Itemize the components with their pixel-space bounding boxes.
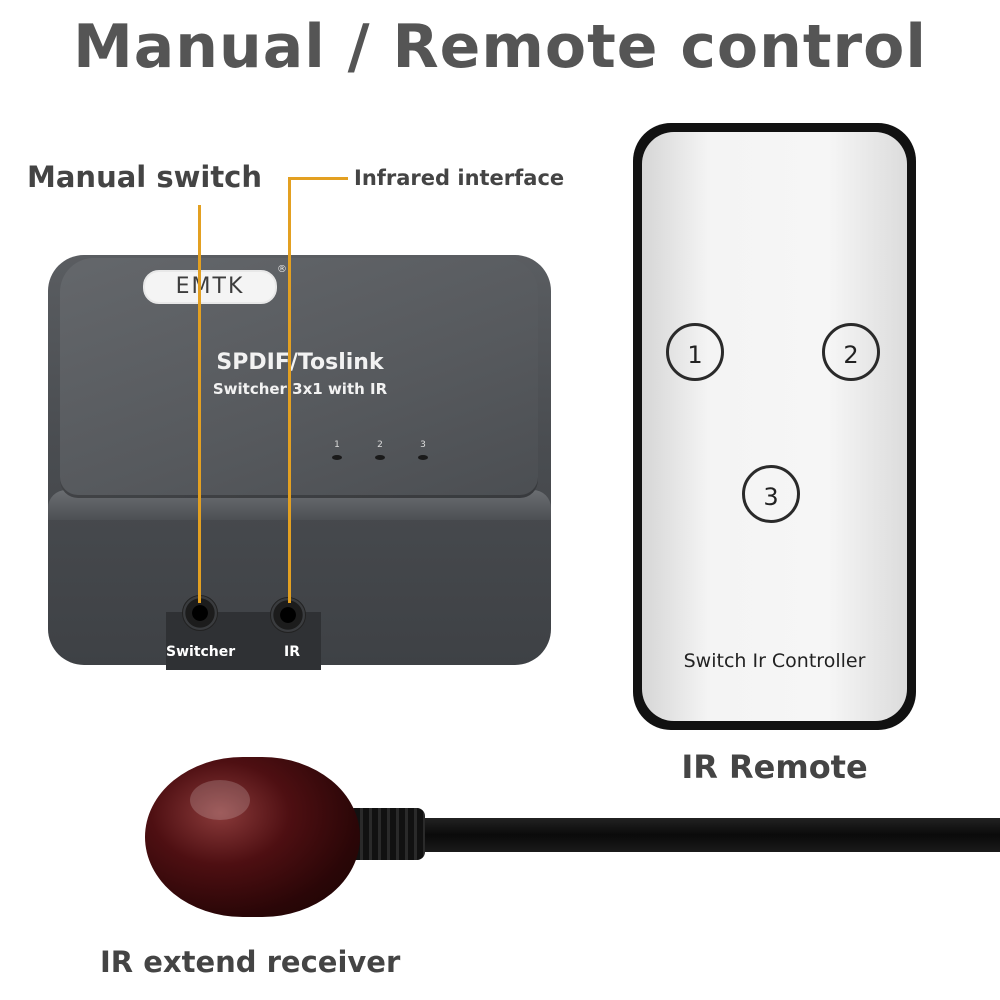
ir-receiver-eye [145,757,360,917]
switcher-port-label: Switcher [166,644,236,660]
ir-port-label: IR [284,644,300,660]
remote-button-1[interactable]: 1 [666,323,724,381]
remote-button-2[interactable]: 2 [822,323,880,381]
brand-logo: EMTK [143,270,277,304]
device-top-surface [60,258,538,498]
ir-remote-face [642,132,907,721]
manual-switch-leader-line [198,205,201,603]
manual-switch-callout: Manual switch [27,160,263,194]
infrared-leader-vertical [288,177,291,603]
receiver-cable [400,818,1000,852]
remote-label: Switch Ir Controller [683,650,866,672]
remote-button-3[interactable]: 3 [742,465,800,523]
receiver-highlight [190,780,250,820]
led-label-3: 3 [420,440,426,450]
infrared-interface-callout: Infrared interface [354,166,565,190]
infrared-leader-horizontal [288,177,348,180]
led-label-2: 2 [377,440,383,450]
ir-remote-caption: IR Remote [681,748,868,786]
device-subtitle: Switcher 3x1 with IR [212,380,388,398]
led-label-1: 1 [334,440,340,450]
led-indicator-3 [418,455,428,460]
registered-mark: ® [277,264,287,275]
led-indicator-1 [332,455,342,460]
ir-receiver-caption: IR extend receiver [100,945,401,979]
device-title: SPDIF/Toslink [216,350,384,375]
page-title: Manual / Remote control [73,12,927,82]
led-indicator-2 [375,455,385,460]
